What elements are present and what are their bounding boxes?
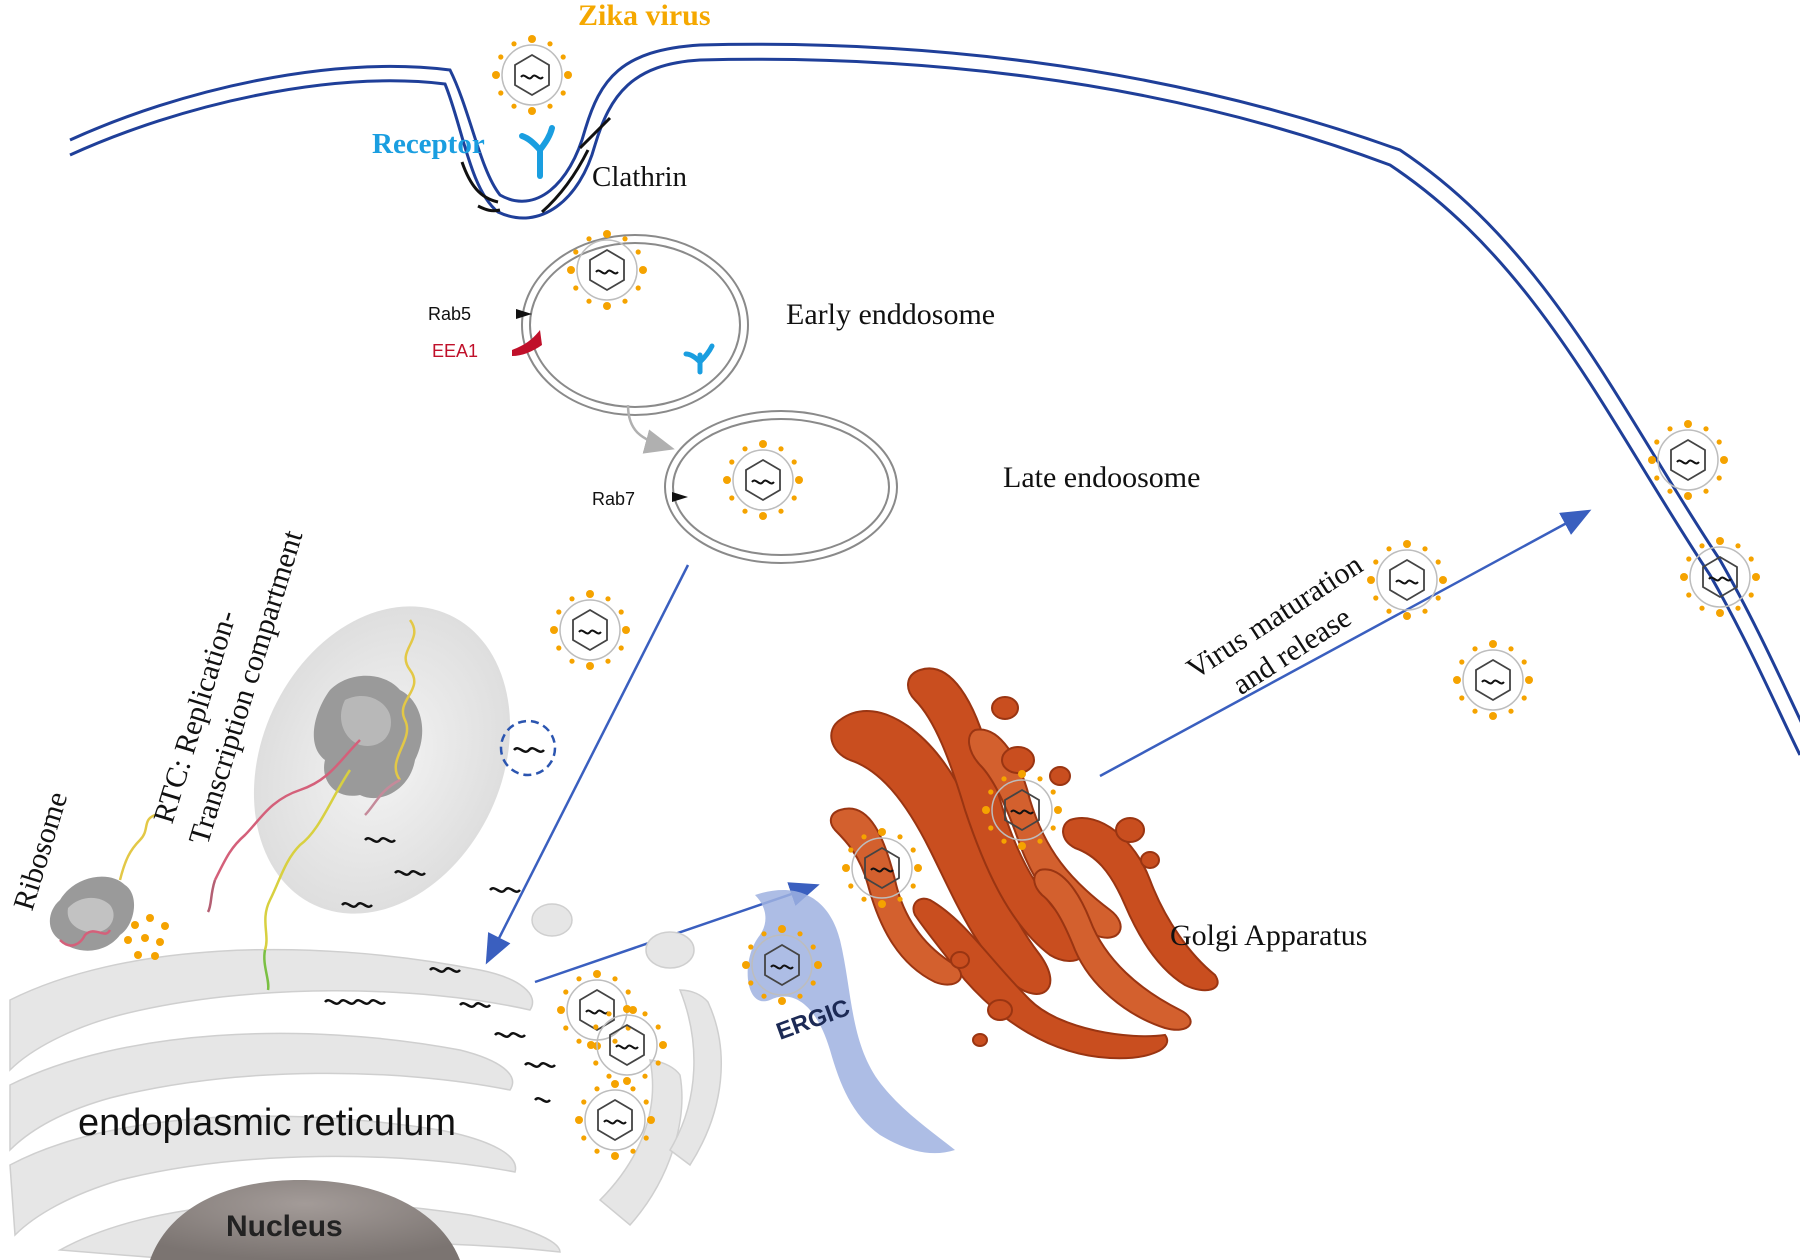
endosome-receptor-icon: [683, 343, 715, 375]
clathrin-coat: [460, 116, 612, 214]
virions: [492, 35, 1760, 1160]
er-label: endoplasmic reticulum: [78, 1102, 456, 1144]
zika-virion-icon: [1680, 537, 1760, 617]
zika-virion-icon: [742, 925, 822, 1005]
arrow-golgi-to-release: [1099, 509, 1592, 778]
golgi-label: Golgi Apparatus: [1170, 919, 1367, 952]
zika-virion-icon: [550, 590, 630, 670]
golgi-apparatus: [829, 667, 1219, 1060]
uncoated-genome: [499, 719, 557, 777]
zika-virion-icon: [587, 1005, 667, 1085]
zika-virion-icon: [1648, 420, 1728, 500]
rna-strands: [206, 619, 416, 991]
rab7-label: Rab7: [592, 489, 635, 509]
clathrin-label: Clathrin: [592, 161, 688, 193]
zika-virion-icon: [723, 440, 803, 520]
zika-virion-icon: [982, 770, 1062, 850]
rna-squiggles: [324, 837, 556, 1103]
zika-virion-icon: [1367, 540, 1447, 620]
rab7-marker-icon: [672, 492, 688, 502]
zika-virion-icon: [492, 35, 572, 115]
eea1-label: EEA1: [432, 341, 478, 361]
late-endosome: [664, 410, 898, 564]
nucleus: [150, 1180, 460, 1260]
late-endosome-label: Late endoosome: [1003, 461, 1200, 494]
zika-virion-icon: [1453, 640, 1533, 720]
rab5-marker-icon: [516, 309, 532, 319]
early-to-late-arrow: [626, 404, 675, 454]
maturation-label: Virus maturation and release: [1181, 548, 1369, 701]
receptor-label: Receptor: [372, 128, 485, 160]
ribosome-icon: [49, 876, 135, 951]
arrow-endosome-to-er: [485, 564, 690, 965]
membrane-gaps: [1614, 462, 1719, 630]
early-endosome: [521, 234, 749, 416]
receptor-icon: [519, 125, 555, 179]
zika-virion-icon: [567, 230, 647, 310]
zika-virion-icon: [842, 828, 922, 908]
cell-membrane: [69, 42, 1800, 756]
early-endosome-label: Early enddosome: [786, 298, 995, 331]
zika-virus-label: Zika virus: [578, 0, 711, 32]
nucleus-label: Nucleus: [226, 1210, 343, 1243]
zika-virion-icon: [575, 1080, 655, 1160]
eea1-marker-icon: [512, 330, 542, 356]
rab5-label: Rab5: [428, 304, 471, 324]
viral-protein-dots: [124, 914, 169, 960]
ribosome-rna: [59, 813, 156, 947]
